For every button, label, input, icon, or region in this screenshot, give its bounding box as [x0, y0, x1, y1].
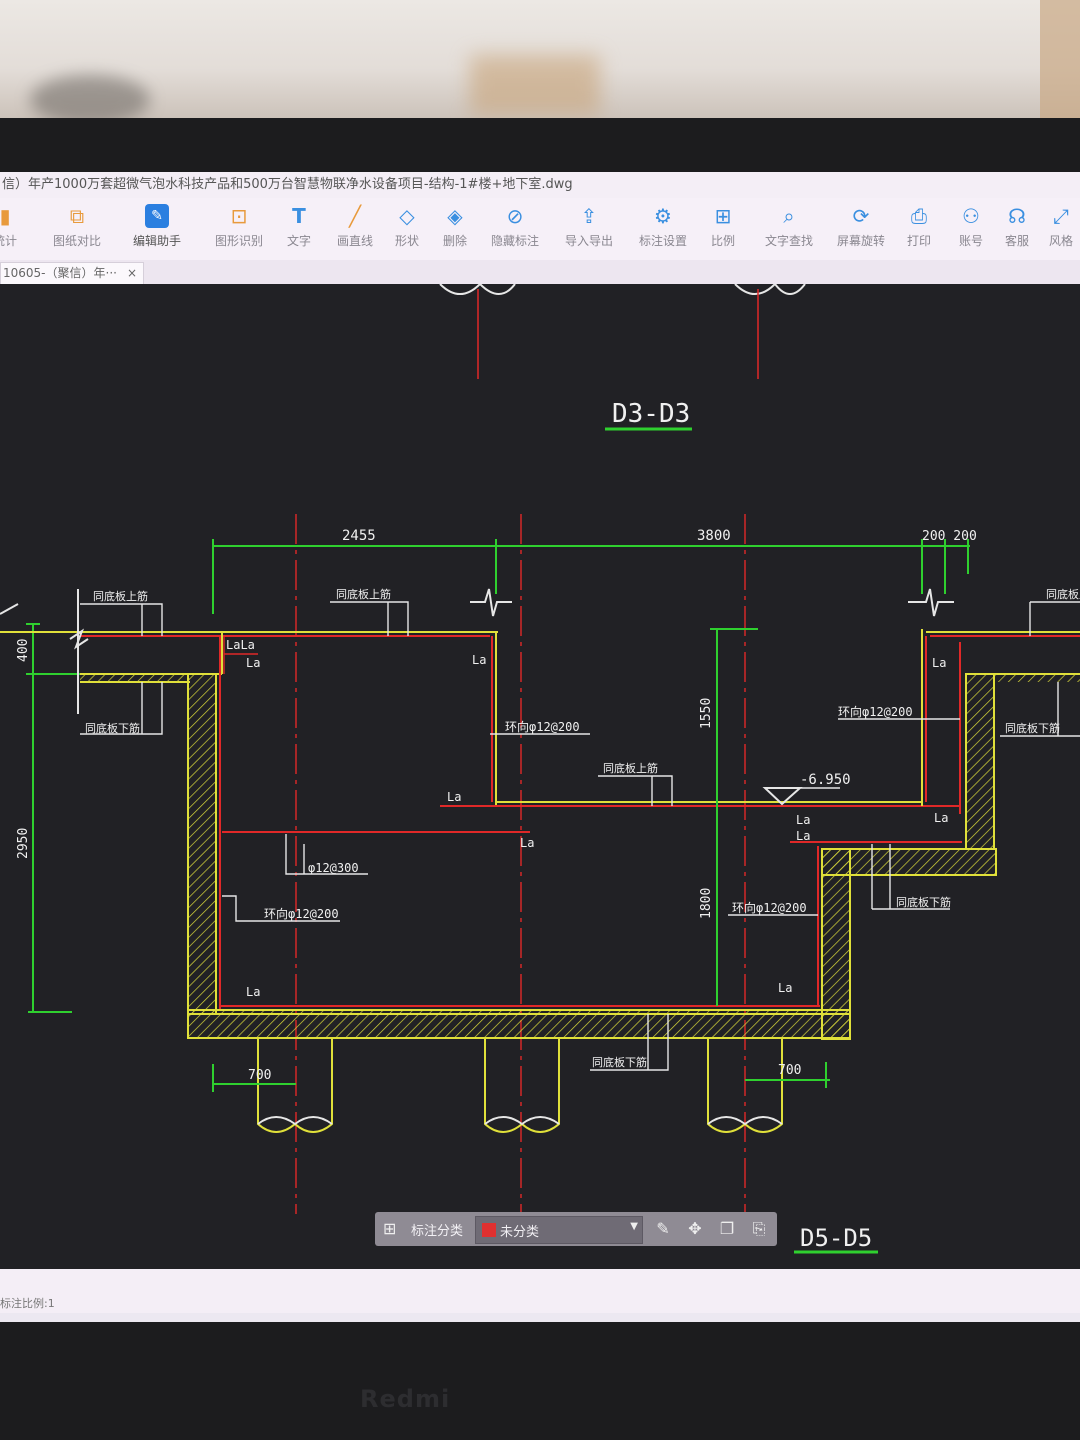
ribbon-toolbar: ▮统计 ⧉图纸对比 ✎编辑助手 ⊡图形识别 T文字 ╱画直线 ◇形状 ◈删除 ⊘…: [0, 198, 1080, 261]
rebar-label-2: 环向φ12@200: [838, 704, 913, 719]
ribbon-button-scale[interactable]: ⊞比例: [710, 204, 735, 248]
ribbon-button-line[interactable]: ╱画直线: [336, 204, 373, 248]
dim-3800: 3800: [697, 528, 731, 544]
elevation-label: -6.950: [800, 772, 851, 788]
note-1: 同底板上筋: [93, 589, 148, 603]
document-tab-bar: 10605-（聚信）年··· ×: [0, 260, 1080, 285]
dim-2950: 2950: [16, 828, 31, 859]
shape-icon: ◇: [399, 204, 415, 228]
cad-drawing: D3-D3 2455 3800 200 200 400 2950: [0, 284, 1080, 1254]
la-label-5: La: [520, 836, 534, 850]
rebar-label-5: 环向φ12@200: [732, 900, 807, 915]
dim-1550: 1550: [699, 698, 714, 729]
la-label-9: La: [934, 811, 948, 825]
ribbon-button-import-export[interactable]: ⇪导入导出: [564, 204, 613, 248]
taskbar: ⊞ ⌕ 搜索 ✿ ▙ ▰ ◉ ▣ ▲ ⬡ ◼ ◆ ▦ W ⌃ ≡: [0, 1313, 1080, 1322]
ribbon-button-hide-annotations[interactable]: ⊘隐藏标注: [490, 204, 539, 248]
dim-2455: 2455: [342, 528, 376, 544]
la-label-2: La: [246, 656, 260, 670]
support-icon: ☊: [1008, 204, 1026, 228]
ribbon-button-support[interactable]: ☊客服: [1004, 204, 1029, 248]
ribbon-button-rotate-screen[interactable]: ⟳屏幕旋转: [836, 204, 885, 248]
note-6: 同底板下筋: [592, 1055, 647, 1069]
monitor-brand-logo: Redmi: [360, 1385, 451, 1413]
rebar-label-3: φ12@300: [308, 861, 359, 875]
dim-200-200: 200 200: [922, 529, 977, 544]
category-color-swatch: [482, 1223, 496, 1237]
ribbon-button-style[interactable]: ⤢风格: [1048, 204, 1073, 248]
note-4: 同底板上筋: [1046, 587, 1080, 601]
style-icon: ⤢: [1053, 204, 1069, 228]
ribbon-button-print[interactable]: ⎙打印: [906, 204, 931, 248]
ribbon-button-account[interactable]: ⚇账号: [958, 204, 983, 248]
room-background: [0, 0, 1080, 130]
print-icon: ⎙: [911, 204, 927, 228]
la-label-11: La: [778, 981, 792, 995]
section-title-bottom: D5-D5: [800, 1224, 872, 1252]
annotation-category-select[interactable]: 未分类 ▼: [475, 1216, 643, 1244]
rotate-screen-icon: ⟳: [852, 204, 870, 228]
hide-icon: ⊘: [506, 204, 524, 228]
note-8: 同底板下筋: [1005, 721, 1060, 735]
ribbon-button-text-search[interactable]: ⌕文字查找: [764, 204, 813, 248]
paste-icon[interactable]: ⎘: [752, 1219, 766, 1238]
note-5: 同底板下筋: [85, 721, 140, 735]
status-bar: 标注比例:1: [0, 1269, 1080, 1313]
annotation-float-toolbar: ⊞ 标注分类 未分类 ▼ ✎ ✥ ❐ ⎘: [375, 1212, 777, 1246]
edit-icon[interactable]: ✎: [656, 1219, 670, 1238]
ribbon-button-shape-recognize[interactable]: ⊡图形识别: [214, 204, 263, 248]
text-icon: T: [292, 204, 306, 228]
note-7: 同底板下筋: [896, 895, 951, 909]
rebar-label-4: 环向φ12@200: [264, 906, 339, 921]
dim-700-right: 700: [778, 1063, 801, 1078]
text-search-icon: ⌕: [783, 204, 795, 228]
ribbon-button-compare[interactable]: ⧉图纸对比: [52, 204, 101, 248]
ribbon-button-assistant[interactable]: ✎编辑助手: [122, 204, 192, 258]
shape-recognize-icon: ⊡: [230, 204, 248, 228]
annotation-settings-icon: ⚙: [654, 204, 672, 228]
stats-icon: ▮: [0, 204, 11, 228]
eraser-icon: ◈: [447, 204, 463, 228]
document-tab[interactable]: 10605-（聚信）年··· ×: [0, 262, 144, 285]
note-2: 同底板上筋: [336, 587, 391, 601]
ribbon-button-annotation-settings[interactable]: ⚙标注设置: [638, 204, 687, 248]
copy-icon[interactable]: ❐: [719, 1219, 735, 1238]
la-label-4: La: [447, 790, 461, 804]
la-label-8: La: [796, 829, 810, 843]
close-icon[interactable]: ×: [126, 266, 137, 280]
compare-icon: ⧉: [69, 204, 85, 228]
line-icon: ╱: [348, 204, 362, 228]
dim-400: 400: [16, 639, 31, 662]
scale-icon: ⊞: [714, 204, 732, 228]
la-label-3: La: [472, 653, 486, 667]
screen: 信）年产1000万套超微气泡水科技产品和500万台智慧物联净水设备项目-结构-1…: [0, 172, 1080, 1322]
dim-700-left: 700: [248, 1068, 271, 1083]
window-title: 信）年产1000万套超微气泡水科技产品和500万台智慧物联净水设备项目-结构-1…: [0, 172, 1080, 198]
la-label-10: La: [246, 985, 260, 999]
rebar-label-1: 环向φ12@200: [505, 719, 580, 734]
ribbon-button-shape[interactable]: ◇形状: [394, 204, 419, 248]
dim-1800: 1800: [699, 888, 714, 919]
account-icon: ⚇: [962, 204, 980, 228]
ribbon-button-stats[interactable]: ▮统计: [0, 204, 40, 258]
note-3: 同底板上筋: [603, 761, 658, 775]
la-label-6: La: [932, 656, 946, 670]
chevron-down-icon: ▼: [630, 1221, 638, 1232]
grid-icon[interactable]: ⊞: [383, 1219, 397, 1238]
la-label-7: La: [796, 813, 810, 827]
assistant-icon: ✎: [145, 204, 169, 228]
section-title-top: D3-D3: [612, 399, 690, 429]
move-icon[interactable]: ✥: [688, 1219, 702, 1238]
la-label-1: LaLa: [226, 638, 255, 652]
import-export-icon: ⇪: [580, 204, 598, 228]
ribbon-button-delete[interactable]: ◈删除: [442, 204, 467, 248]
drawing-canvas[interactable]: D3-D3 2455 3800 200 200 400 2950: [0, 284, 1080, 1269]
